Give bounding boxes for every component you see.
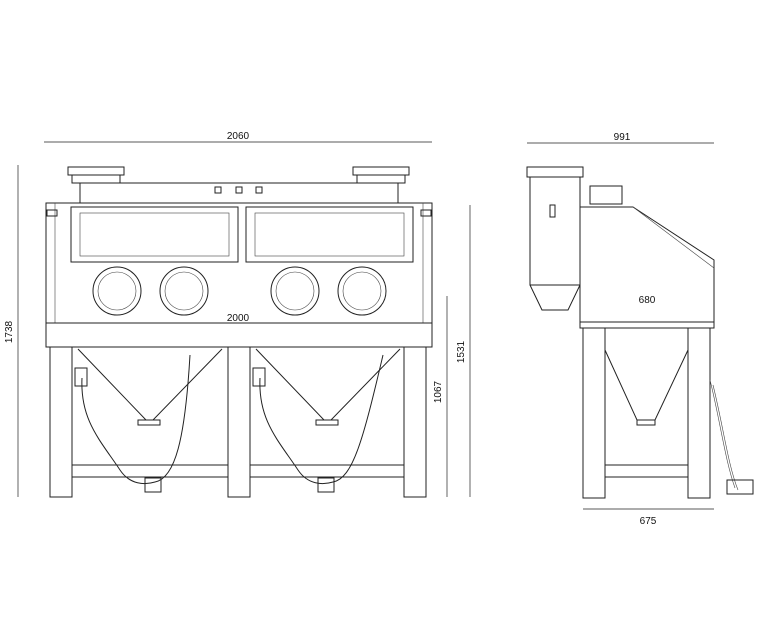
dim-side-leg-label: 675 [640,516,657,527]
side-leg-front [582,327,606,499]
hinge-right [420,209,432,217]
front-view: 2060 2000 [4,131,471,498]
gun-left [144,477,162,493]
side-leg-back [687,327,711,499]
valve-left [74,367,88,387]
collector-body [529,176,581,286]
leg-right [403,346,427,498]
side-hopper [604,349,689,421]
gun-right [317,477,335,493]
motor-box [589,185,623,205]
top-box-right [352,166,410,176]
dim-top-height: 1531 [456,205,471,497]
glove-port-1 [92,266,142,316]
dim-table-height: 1067 [433,296,448,497]
side-view: 991 680 675 [526,132,754,527]
switch-1 [214,186,222,194]
top-box-left-base [71,174,121,184]
hose-left [81,354,191,484]
hinge-left [46,209,58,217]
leg-left [49,346,73,498]
valve-right [252,367,266,387]
glove-ports [92,266,387,316]
dim-side-depth: 991 [527,132,714,144]
hopper-right [255,348,401,421]
dim-side-cabinet-label: 680 [639,295,656,306]
dim-table-height-label: 1067 [433,380,444,403]
switch-2 [235,186,243,194]
switch-3 [255,186,263,194]
glove-port-3 [270,266,320,316]
dim-front-width-label: 2060 [227,131,250,142]
hopper-left [77,348,223,421]
collector-top [526,166,584,178]
dim-side-depth-label: 991 [614,132,631,143]
side-table-top [579,321,715,329]
glove-port-2 [159,266,209,316]
top-box-left [67,166,125,176]
top-box-right-base [356,174,406,184]
dim-front-inner-width-label: 2000 [227,313,250,324]
dim-top-height-label: 1531 [456,340,467,363]
dim-overall-height-label: 1738 [4,320,15,343]
foot-pedal [726,479,754,495]
leg-center [227,346,251,498]
glove-port-4 [337,266,387,316]
window-right [245,206,414,263]
cabinet-side [579,206,715,323]
hose-right [259,354,384,484]
dim-front-width: 2060 [44,131,432,143]
window-left [70,206,239,263]
table-top [45,322,433,348]
dim-side-leg: 675 [583,508,714,527]
dim-overall-height: 1738 [4,165,19,497]
